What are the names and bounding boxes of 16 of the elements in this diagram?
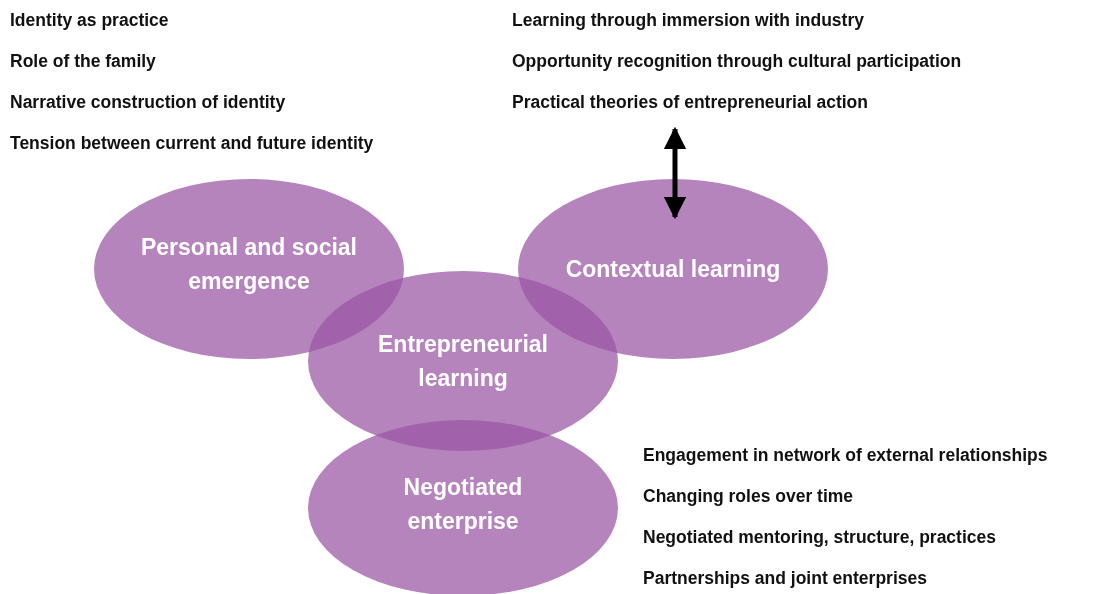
node-title: Contextual learning [565, 255, 781, 284]
theme-text: Opportunity recognition through cultural participation [512, 50, 962, 72]
theme-text: Learning through immersion with industry [512, 9, 864, 31]
double-arrow [663, 126, 687, 220]
theme-text: Role of the family [10, 50, 156, 72]
theme-text: Changing roles over time [643, 485, 854, 507]
theme-text: Practical theories of entrepreneurial action [512, 91, 868, 113]
theme-text: Identity as practice [10, 9, 169, 31]
theme-text: Tension between current and future identity [10, 132, 374, 154]
theme-text: Narrative construction of identity [10, 91, 286, 113]
theme-text: Engagement in network of external relationships [643, 444, 1048, 466]
node-title: Personal and social emergence [140, 233, 358, 296]
node-title: Entrepreneurial learning [377, 330, 549, 393]
node-title: Negotiated enterprise [402, 473, 524, 536]
theme-text: Partnerships and joint enterprises [643, 567, 927, 589]
theme-text: Negotiated mentoring, structure, practices [643, 526, 996, 548]
